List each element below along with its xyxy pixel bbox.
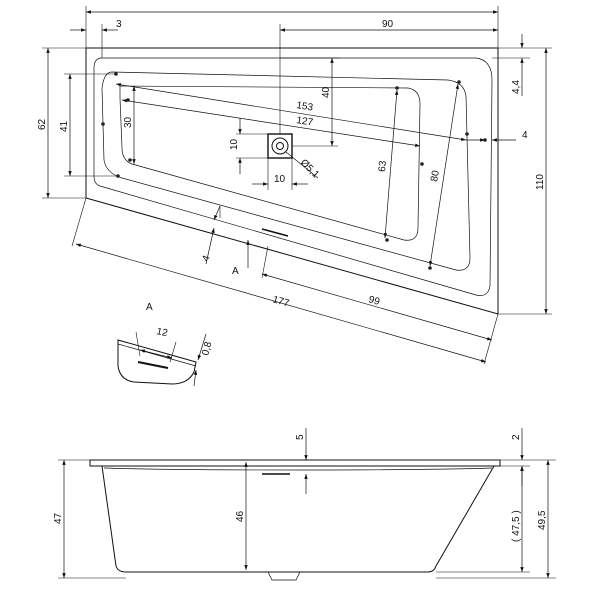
dim-4-4: 4,4 xyxy=(511,80,522,94)
dim-3: 3 xyxy=(116,19,122,30)
dim-177: 177 xyxy=(271,294,290,309)
dim-diameter-5-1: Ø5,1 xyxy=(298,157,321,180)
dim-47-5: ( 47,5 ) xyxy=(511,510,522,542)
dim-62: 62 xyxy=(37,118,48,130)
side-view: 5 2 47 46 ( 47,5 ) 49,5 xyxy=(53,428,556,581)
detail-a: A 12 0,8 xyxy=(117,302,215,387)
dim-12: 12 xyxy=(155,326,169,339)
dim-49-5: 49,5 xyxy=(537,510,548,530)
dim-4-right: 4 xyxy=(522,130,528,141)
dim-10-vertical: 10 xyxy=(229,138,240,150)
dim-153: 153 xyxy=(296,100,315,114)
dim-63: 63 xyxy=(377,160,389,172)
dim-90: 90 xyxy=(382,19,394,30)
dim-80: 80 xyxy=(429,169,442,182)
dim-30: 30 xyxy=(123,116,134,128)
dim-40: 40 xyxy=(321,86,332,98)
top-view: 3 90 4,4 110 4 62 41 30 xyxy=(37,6,552,365)
dim-0-8: 0,8 xyxy=(200,340,214,357)
dim-46: 46 xyxy=(235,510,246,522)
dim-47: 47 xyxy=(53,512,64,524)
basin-floor xyxy=(119,85,421,241)
detail-a-title: A xyxy=(146,302,153,313)
section-a-label: A xyxy=(232,266,239,277)
dim-41: 41 xyxy=(59,120,70,132)
dim-10-horizontal: 10 xyxy=(274,174,286,185)
dim-4-front: 4 xyxy=(200,254,212,263)
dim-5: 5 xyxy=(295,434,306,440)
dim-2: 2 xyxy=(511,434,522,440)
side-body xyxy=(101,465,495,573)
dim-99: 99 xyxy=(367,294,381,308)
detail-a-profile xyxy=(117,339,197,385)
side-rim xyxy=(89,459,501,467)
dim-110: 110 xyxy=(535,174,546,190)
dim-127: 127 xyxy=(296,115,315,129)
